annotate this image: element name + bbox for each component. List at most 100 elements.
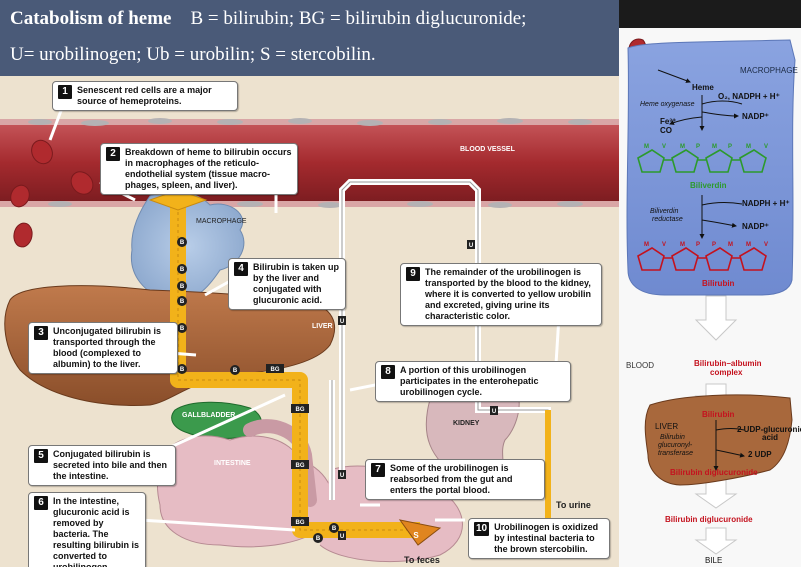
rp-bilirubin-diglucuronide-2: Bilirubin diglucuronide (665, 515, 753, 524)
step-5-text: Conjugated bilirubin is secreted into bi… (53, 449, 170, 482)
step-4-number: 4 (234, 262, 248, 276)
bilirubin-ring-letter-5: P (712, 242, 716, 248)
rp-nadp-1: NADP⁺ (742, 112, 769, 121)
marker-u-1: U (340, 534, 344, 540)
step-2-callout: 2 Breakdown of heme to bilirubin occurs … (100, 143, 298, 195)
biliverdin-ring-letter-5: M (712, 144, 717, 150)
marker-bg-4: BG (296, 520, 305, 526)
step-7-callout: 7 Some of the urobilinogen is reabsorbed… (365, 459, 545, 500)
step-3-text: Unconjugated bilirubin is transported th… (53, 326, 172, 370)
title-line-1: Catabolism of heme B = bilirubin; BG = b… (10, 8, 526, 30)
bilirubin-ring-letter-1: M (644, 242, 649, 248)
step-10-callout: 10 Urobilinogen is oxidized by intestina… (468, 518, 610, 559)
step-10-number: 10 (474, 522, 489, 536)
kidney-label: KIDNEY (453, 420, 479, 427)
step-6-number: 6 (34, 496, 48, 510)
legend-line-1: B = bilirubin; BG = bilirubin diglucuron… (190, 8, 526, 29)
rp-udp-glucuronic-2: acid (762, 433, 778, 442)
step-10-text: Urobilinogen is oxidized by intestinal b… (494, 522, 604, 555)
step-9-text: The remainder of the urobilinogen is tra… (425, 267, 596, 322)
step-4-callout: 4 Bilirubin is taken up by the liver and… (228, 258, 346, 310)
step-9-number: 9 (406, 267, 420, 281)
step-7-number: 7 (371, 463, 385, 477)
title-text: Catabolism of heme (10, 8, 171, 29)
marker-b-1: B (180, 240, 185, 246)
rp-bilirubin-albumin-1: Bilirubin–albumin (694, 359, 762, 368)
marker-u-4: U (469, 243, 473, 249)
step-8-text: A portion of this urobilinogen participa… (400, 365, 565, 398)
marker-b-6: B (180, 367, 185, 373)
rp-transferase-3: transferase (658, 450, 693, 457)
bilirubin-ring-letter-6: M (728, 242, 733, 248)
biliverdin-ring-letter-1: M (644, 144, 649, 150)
marker-b-7: B (233, 368, 238, 374)
marker-s: S (413, 531, 419, 540)
legend-line-2: U= urobilinogen; Ub = urobilin; S = ster… (10, 44, 376, 66)
rp-bile-label: BILE (705, 556, 722, 565)
step-5-number: 5 (34, 449, 48, 463)
step-2-number: 2 (106, 147, 120, 161)
biliverdin-ring-letter-2: V (662, 144, 666, 150)
rp-fe3: Fe³⁺ (660, 117, 676, 126)
marker-b-4: B (180, 299, 185, 305)
rp-liver-label: LIVER (655, 422, 678, 431)
to-urine-label: To urine (556, 500, 591, 510)
rp-blood-label: BLOOD (626, 361, 654, 370)
rp-bilirubin-2: Bilirubin (702, 410, 734, 419)
marker-b-2: B (180, 267, 185, 273)
gallbladder-label: GALLBLADDER (182, 412, 235, 419)
rp-heme-oxygenase: Heme oxygenase (640, 101, 694, 108)
step-3-callout: 3 Unconjugated bilirubin is transported … (28, 322, 178, 374)
rp-biliverdin-reductase-2: reductase (652, 216, 683, 223)
rp-co: CO (660, 126, 672, 135)
liver-label: LIVER (312, 323, 333, 330)
title-banner: Catabolism of heme B = bilirubin; BG = b… (0, 0, 619, 76)
bilirubin-ring-letter-8: V (764, 242, 768, 248)
step-2-text: Breakdown of heme to bilirubin occurs in… (125, 147, 292, 191)
step-5-callout: 5 Conjugated bilirubin is secreted into … (28, 445, 176, 486)
step-4-text: Bilirubin is taken up by the liver and c… (253, 262, 340, 306)
bilirubin-ring-letter-3: M (680, 242, 685, 248)
step-1-callout: 1 Senescent red cells are a major source… (52, 81, 238, 111)
step-8-callout: 8 A portion of this urobilinogen partici… (375, 361, 571, 402)
marker-bg-1: BG (271, 367, 280, 373)
marker-u-5: U (492, 409, 496, 415)
blood-vessel-label: BLOOD VESSEL (460, 146, 515, 153)
rp-biliverdin: Biliverdin (690, 181, 726, 190)
bilirubin-ring-letter-4: P (696, 242, 700, 248)
marker-b-9: B (316, 536, 321, 542)
rp-o2-nadph: O₂, NADPH + H⁺ (718, 92, 780, 101)
biliverdin-ring-letter-3: M (680, 144, 685, 150)
rp-bilirubin-diglucuronide-1: Bilirubin diglucuronide (670, 468, 758, 477)
biliverdin-ring-letter-8: V (764, 144, 768, 150)
rp-transferase-1: Bilirubin (660, 434, 685, 441)
marker-bg-2: BG (296, 407, 305, 413)
intestine-label: INTESTINE (214, 460, 251, 467)
step-1-number: 1 (58, 85, 72, 99)
step-7-text: Some of the urobilinogen is reabsorbed f… (390, 463, 539, 496)
rp-macrophage-label: MACROPHAGE (740, 66, 798, 75)
marker-u-3: U (340, 319, 344, 325)
marker-u-2: U (340, 473, 344, 479)
biliverdin-ring-letter-4: P (696, 144, 700, 150)
step-1-text: Senescent red cells are a major source o… (77, 85, 232, 107)
step-6-callout: 6 In the intestine, glucuronic acid is r… (28, 492, 146, 567)
biliverdin-ring-letter-6: P (728, 144, 732, 150)
step-9-callout: 9 The remainder of the urobilinogen is t… (400, 263, 602, 326)
step-6-text: In the intestine, glucuronic acid is rem… (53, 496, 140, 567)
marker-b-3: B (180, 284, 185, 290)
bilirubin-ring-letter-2: V (662, 242, 666, 248)
biliverdin-ring-letter-7: M (746, 144, 751, 150)
rp-biliverdin-reductase-1: Biliverdin (650, 208, 678, 215)
rp-heme: Heme (692, 83, 714, 92)
marker-b-8: B (332, 526, 337, 532)
rp-bilirubin-albumin-2: complex (710, 368, 742, 377)
macrophage-label: MACROPHAGE (196, 218, 247, 225)
rp-udp: 2 UDP (748, 450, 772, 459)
right-panel-macrophage (627, 40, 795, 295)
rp-bilirubin-1: Bilirubin (702, 279, 734, 288)
bilirubin-ring-letter-7: M (746, 242, 751, 248)
to-feces-label: To feces (404, 555, 440, 565)
step-3-number: 3 (34, 326, 48, 340)
